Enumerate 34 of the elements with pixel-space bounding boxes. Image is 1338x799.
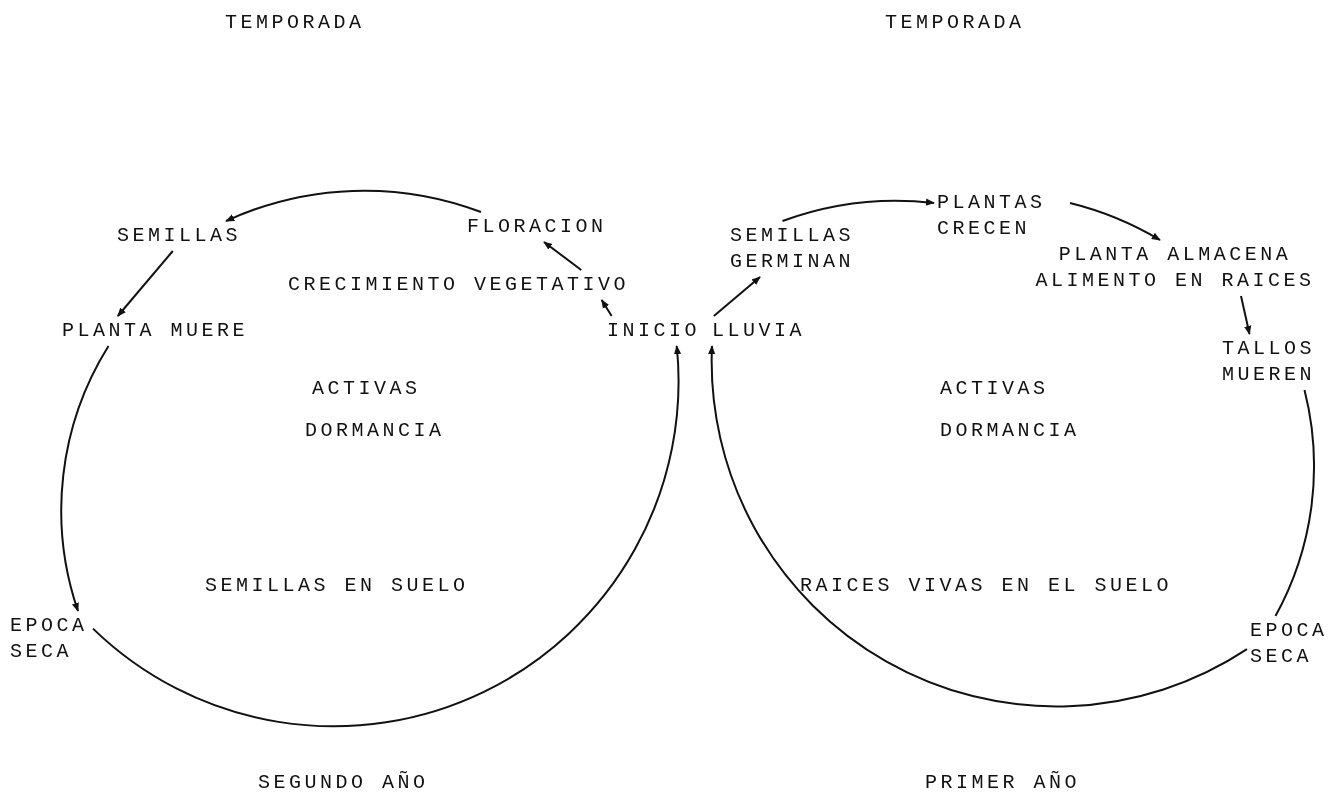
arrow xyxy=(92,345,681,728)
arrow xyxy=(708,345,1248,707)
stage-label: TALLOS MUEREN xyxy=(1222,336,1332,388)
stage-label: EPOCA SECA xyxy=(1250,618,1335,670)
cycle-note: RAICES VIVAS EN EL SUELO xyxy=(800,573,1173,599)
cycle-note: ACTIVAS xyxy=(940,376,1049,402)
stage-label: INICIO xyxy=(607,318,700,344)
stage-label: SEMILLAS GERMINAN xyxy=(730,223,880,275)
stage-label: PLANTAS CRECEN xyxy=(937,190,1067,242)
arrow xyxy=(1069,202,1161,241)
season-label: TEMPORADA xyxy=(885,10,1025,36)
stage-label: LLUVIA xyxy=(712,318,805,344)
stage-label: SEMILLAS xyxy=(117,223,241,249)
connector xyxy=(1274,389,1316,617)
arrow xyxy=(60,345,110,612)
cycle-note: SEMILLAS EN SUELO xyxy=(205,573,469,599)
cycle-note: DORMANCIA xyxy=(305,418,445,444)
arrow xyxy=(600,299,613,317)
arrow xyxy=(225,189,482,222)
arrow xyxy=(781,198,935,222)
stage-label: PLANTA ALMACENA ALIMENTO EN RAICES xyxy=(1025,242,1325,294)
cycle-note: ACTIVAS xyxy=(312,376,421,402)
stage-label: EPOCA SECA xyxy=(10,613,90,665)
year-label: PRIMER AÑO xyxy=(925,770,1081,796)
arrow xyxy=(543,241,583,271)
year-label: SEGUNDO AÑO xyxy=(258,770,429,796)
stage-label: CRECIMIENTO VEGETATIVO xyxy=(288,272,630,298)
cycle-note: DORMANCIA xyxy=(940,418,1080,444)
season-label: TEMPORADA xyxy=(225,10,365,36)
arrow xyxy=(1240,295,1252,335)
arrow xyxy=(712,276,761,317)
stage-label: FLORACION xyxy=(467,214,607,240)
arrow xyxy=(116,250,174,317)
stage-label: PLANTA MUERE xyxy=(62,318,249,344)
